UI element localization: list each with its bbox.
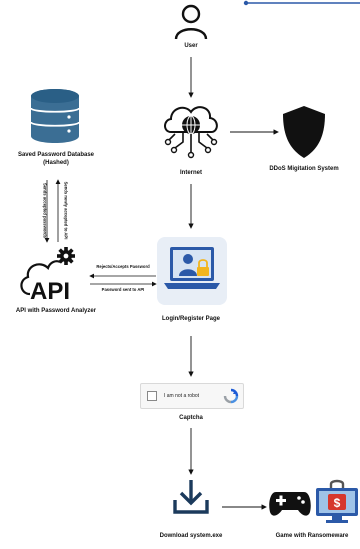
ransom-dollar-glyph: $ (334, 496, 341, 510)
edge-label-api-to-db: Sends newly accepted to API (63, 181, 69, 240)
captcha-label: Captcha (179, 415, 203, 421)
internet-label: Internet (179, 170, 202, 176)
shield-icon (283, 106, 325, 158)
game-label: Game with Ransomeware (275, 533, 349, 539)
ddos-label: DDoS Migitation System (269, 166, 339, 172)
edge-label-login-to-api: Password sent to API (101, 287, 145, 292)
login-label: Login/Register Page (161, 316, 220, 322)
download-label: Download system.exe (159, 533, 223, 539)
monitor-lock-icon: $ (316, 479, 358, 523)
captcha-widget-text: I am not a robot (164, 393, 200, 399)
database-label-line1: Saved Password Database (17, 152, 95, 158)
database-label-line2: (Hashed) (43, 160, 69, 166)
gamepad-icon (269, 492, 311, 516)
api-logo-text: API (30, 278, 70, 305)
edge-label-db-to-api: Sends accepted passwords (42, 183, 48, 238)
cloud-globe-icon (164, 106, 218, 159)
laptop-user-lock-icon (164, 247, 220, 289)
api-cloud-gear-icon: API (20, 247, 75, 305)
api-label: API with Password Analyzer (15, 308, 97, 314)
user-label: User (184, 43, 198, 49)
captcha-widget[interactable]: I am not a robot (140, 383, 244, 409)
edge-label-api-to-login: Rejects/Accepts Password (96, 264, 150, 269)
user-icon (174, 4, 208, 40)
recaptcha-icon (223, 388, 239, 404)
database-icon (30, 89, 80, 143)
download-icon (173, 480, 209, 514)
header-accent-line (243, 0, 360, 6)
captcha-checkbox[interactable] (147, 391, 157, 401)
